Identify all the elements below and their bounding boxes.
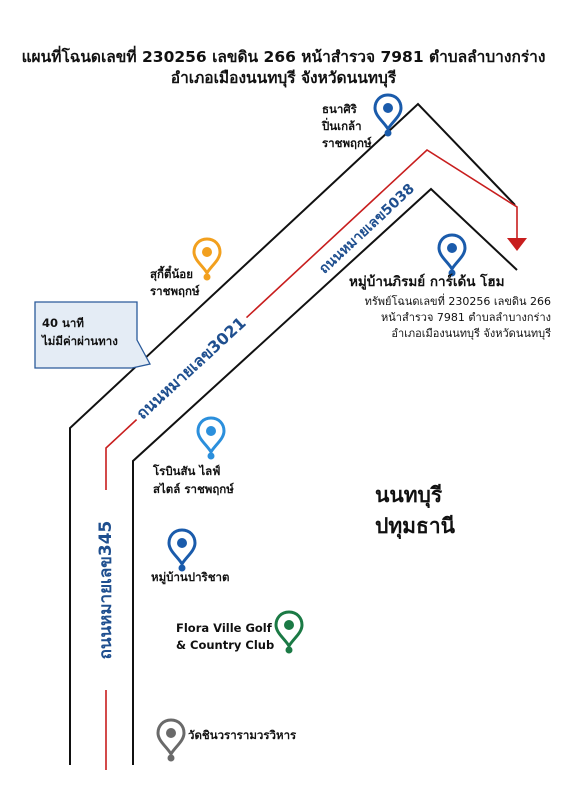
landmark-parichat: หมู่บ้านปาริชาต xyxy=(151,570,230,584)
road-3021-label: ถนนหมายเลข3021 xyxy=(132,313,249,423)
destination-detail-line2: หน้าสำรวจ 7981 ตำบลลำบางกร่าง xyxy=(381,311,551,324)
map-pin-icon xyxy=(192,237,222,281)
map-pin-icon xyxy=(167,528,197,572)
region-nonthaburi: นนทบุรี xyxy=(375,483,443,507)
map-pin-icon xyxy=(373,93,403,137)
destination-name: หมู่บ้านภิรมย์ การ์เด้น โฮม xyxy=(349,274,505,290)
map-pin-icon xyxy=(274,610,304,654)
road-edge-outer xyxy=(69,102,516,765)
destination-pin-icon xyxy=(437,233,467,277)
road-3021-label-bg xyxy=(128,309,254,427)
road-5038-label: ถนนหมายเลข5038 xyxy=(316,181,418,277)
travel-time-text: 40 นาที xyxy=(42,316,84,330)
road-345-label-bg xyxy=(96,490,116,690)
toll-free-text: ไม่มีค่าผ่านทาง xyxy=(42,334,118,348)
landmark-thanasiri-line2: ปิ่นเกล้า xyxy=(322,119,362,133)
route-arrowhead xyxy=(507,238,527,251)
landmark-temple: วัดชินวรารามวรวิหาร xyxy=(188,728,297,742)
landmark-robinson-line1: โรบินสัน ไลฟ์ xyxy=(153,464,221,478)
landmark-flora-line1: Flora Ville Golf xyxy=(176,621,272,635)
destination-detail-line1: ทรัพย์โฉนดเลขที่ 230256 เลขดิน 266 xyxy=(364,295,551,308)
map-pin-icon xyxy=(196,416,226,460)
landmark-thanasiri-line1: ธนาศิริ xyxy=(322,102,357,116)
road-edge-inner xyxy=(132,187,518,765)
road-5038-label-bg xyxy=(304,169,430,289)
landmark-sukhi-line2: ราชพฤกษ์ xyxy=(150,284,200,298)
region-pathum-thani: ปทุมธานี xyxy=(375,514,455,538)
landmark-robinson-line2: สไตล์ ราชพฤกษ์ xyxy=(153,482,234,496)
map-pin-icon xyxy=(156,718,186,762)
road-345-label: ถนนหมายเลข345 xyxy=(96,521,116,660)
landmark-flora-line2: & Country Club xyxy=(176,638,275,652)
map-title-line1: แผนที่โฉนดเลขที่ 230256 เลขดิน 266 หน้าส… xyxy=(21,48,546,66)
destination-detail-line3: อำเภอเมืองนนทบุรี จังหวัดนนทบุรี xyxy=(391,327,551,340)
travel-time-callout-shape xyxy=(34,301,151,369)
map-title-line2: อำเภอเมืองนนทบุรี จังหวัดนนทบุรี xyxy=(170,69,397,87)
landmark-sukhi-line1: สุกี้ตี๋น้อย xyxy=(150,267,193,281)
landmark-thanasiri-line3: ราชพฤกษ์ xyxy=(322,136,372,150)
